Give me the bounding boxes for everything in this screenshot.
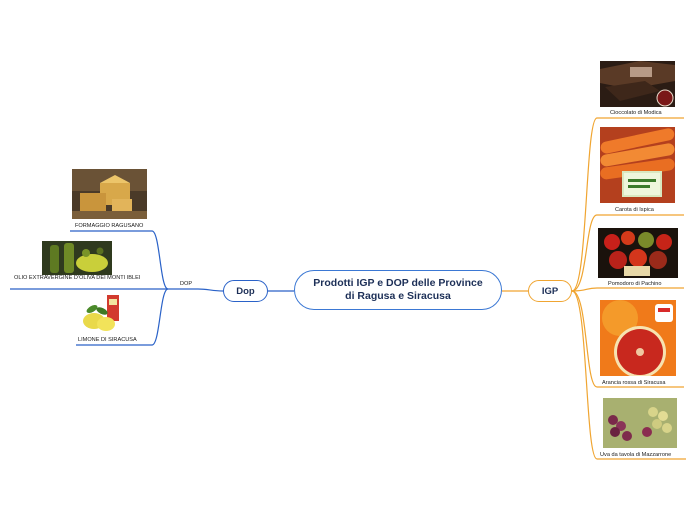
olive-oil-image <box>42 241 112 275</box>
lemon-image <box>80 291 126 333</box>
central-topic[interactable]: Prodotti IGP e DOP delle Province di Rag… <box>294 270 502 310</box>
item-label-limone: LIMONE DI SIRACUSA <box>78 337 137 343</box>
grape-image <box>603 398 677 448</box>
item-label-cioccolato: Cioccolato di Modica <box>610 110 662 116</box>
cheese-image <box>72 169 147 219</box>
item-label-carota: Carota di Ispica <box>615 207 654 213</box>
carrot-image <box>600 127 675 203</box>
orange-image <box>600 300 676 376</box>
igp-node[interactable]: IGP <box>528 280 572 302</box>
chocolate-image <box>600 61 675 107</box>
dop-connector-label: DOP <box>180 281 193 287</box>
dop-node[interactable]: Dop <box>223 280 268 302</box>
item-label-pomodoro: Pomodoro di Pachino <box>608 281 662 287</box>
tomato-image <box>598 228 678 278</box>
central-topic-line1: Prodotti IGP e DOP delle Province <box>313 277 483 289</box>
item-label-olio: OLIO EXTRAVERGINE D'OLIVA DEI MONTI IBLE… <box>14 275 141 281</box>
item-label-formaggio: FORMAGGIO RAGUSANO <box>75 223 144 229</box>
central-topic-line2: di Ragusa e Siracusa <box>345 290 451 302</box>
item-label-arancia: Arancia rossa di Siracusa <box>602 380 666 386</box>
item-label-uva: Uva da tavola di Mazzarrone <box>600 452 672 458</box>
